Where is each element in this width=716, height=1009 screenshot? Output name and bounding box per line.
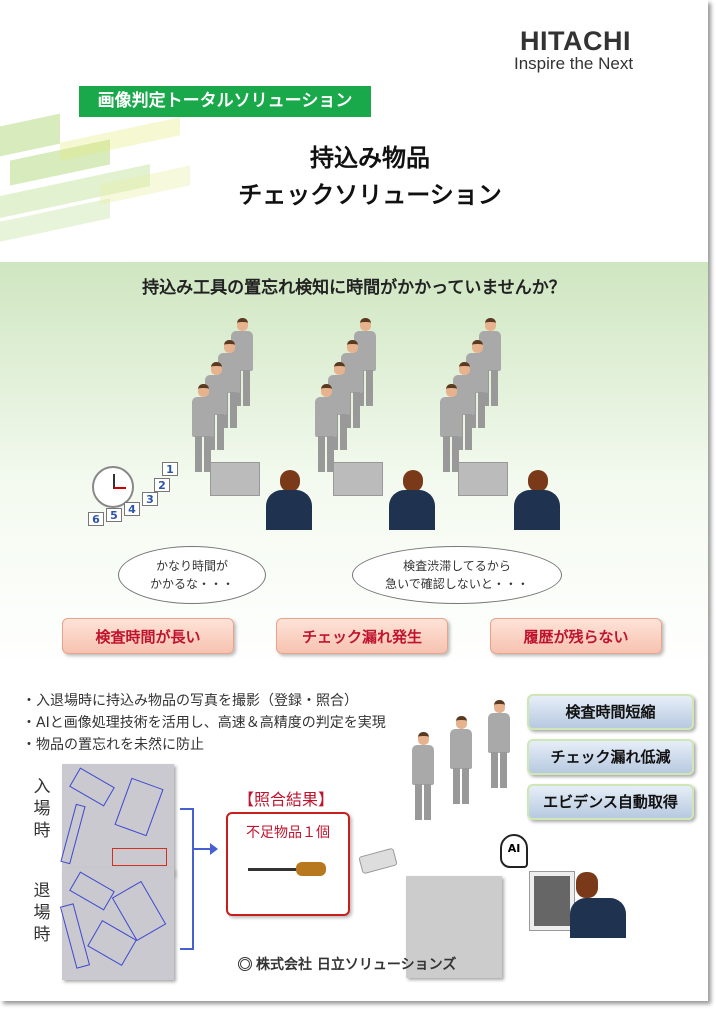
arrow-icon (194, 848, 214, 850)
problem-missed-checks: チェック漏れ発生 (276, 618, 448, 654)
category-badge: 画像判定トータルソリューション (79, 86, 371, 117)
title-line-2: チェックソリューション (238, 181, 502, 209)
problem-no-history: 履歴が残らない (490, 618, 662, 654)
card: 5 (106, 508, 122, 522)
feature-item: ・物品の置忘れを未然に防止 (22, 737, 204, 753)
thought-bubble-1: かなり時間がかかるな・・・ (118, 546, 266, 604)
result-label: 【照合結果】 (238, 790, 335, 809)
problem-long-inspection: 検査時間が長い (62, 618, 234, 654)
inspector-figure (510, 470, 560, 530)
worker-figure (438, 384, 464, 474)
result-text: 不足物品１個 (246, 825, 330, 841)
hitachi-logo: HITACHI (520, 26, 631, 56)
hitachi-tagline: Inspire the Next (514, 54, 634, 73)
ai-head-icon: AI (500, 834, 528, 868)
arrow-head (210, 843, 218, 855)
screwdriver-icon (248, 862, 328, 876)
feature-text: 入退場時に持込み物品の写真を撮影（登録・照合） (36, 693, 358, 709)
problem-question: 持込み工具の置忘れ検知に時間がかかっていませんか？ (142, 278, 566, 298)
tool-photo (210, 462, 260, 496)
feature-text: 物品の置忘れを未然に防止 (36, 737, 204, 753)
tool-photo (458, 462, 508, 496)
thought-text: 急いで確認しないと・・・ (385, 577, 529, 591)
card: 3 (142, 492, 158, 506)
tools-photo (406, 876, 502, 978)
benefit-shorter-inspection: 検査時間短縮 (527, 694, 694, 730)
card: 4 (124, 502, 140, 516)
title-line-1: 持込み物品 (310, 144, 430, 172)
worker-figure (477, 318, 503, 408)
thought-text: 検査渋滞してるから (403, 559, 511, 573)
thought-bubble-2: 検査渋滞してるから急いで確認しないと・・・ (352, 546, 562, 604)
camera-icon (358, 847, 398, 875)
card: 2 (154, 478, 170, 492)
computer-monitor (530, 872, 574, 930)
operator-figure (566, 872, 626, 938)
company-name: 株式会社 日立ソリューションズ (256, 957, 457, 973)
entry-label: 入場時 (33, 777, 51, 841)
card: 1 (162, 462, 178, 476)
merge-arrow (180, 808, 194, 950)
company-footer: 株式会社 日立ソリューションズ (238, 954, 456, 974)
queue-number-cards: 6 5 4 3 2 1 (88, 460, 188, 530)
ai-label: AI (507, 842, 521, 855)
worker-figure (313, 384, 339, 474)
exit-label: 退場時 (33, 881, 51, 945)
clock-icon (92, 466, 134, 508)
exit-detection-image (59, 868, 174, 980)
result-box: 不足物品１個 (226, 812, 350, 916)
feature-item: ・入退場時に持込み物品の写真を撮影（登録・照合） (22, 693, 358, 709)
worker-figure (190, 384, 216, 474)
inspector-figure (262, 470, 312, 530)
worker-figure (486, 700, 512, 790)
thought-text: かなり時間が (155, 559, 228, 573)
benefit-fewer-misses: チェック漏れ低減 (527, 739, 694, 775)
inspector-figure (385, 470, 435, 530)
benefit-auto-evidence: エビデンス自動取得 (527, 784, 694, 820)
entry-detection-image (60, 764, 174, 876)
worker-figure (410, 732, 436, 822)
card: 6 (88, 512, 104, 526)
company-logo-icon (238, 957, 252, 971)
feature-text: AIと画像処理技術を活用し、高速＆高精度の判定を実現 (36, 715, 386, 731)
worker-figure (448, 716, 474, 806)
thought-text: かかるな・・・ (149, 577, 234, 591)
page-title: 持込み物品 チェックソリューション (150, 140, 590, 214)
tool-photo (333, 462, 383, 496)
feature-list: ・入退場時に持込み物品の写真を撮影（登録・照合） ・AIと画像処理技術を活用し、… (22, 690, 386, 756)
feature-item: ・AIと画像処理技術を活用し、高速＆高精度の判定を実現 (22, 715, 386, 731)
